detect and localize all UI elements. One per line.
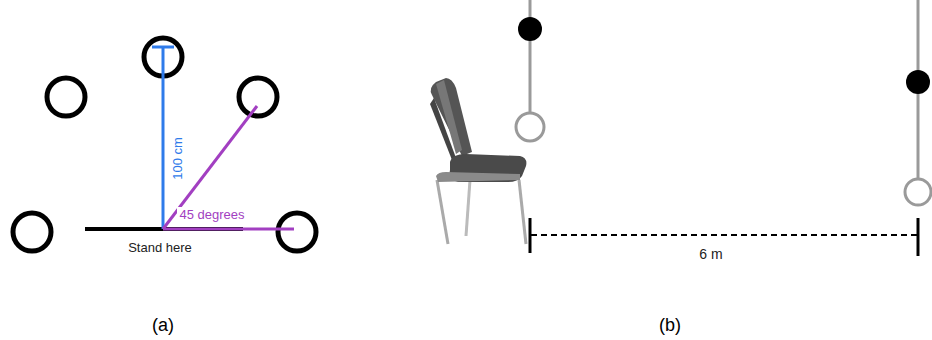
ring (905, 179, 931, 205)
dimension-label: 6 m (699, 247, 722, 261)
angle-line (163, 106, 257, 229)
position-label: Stand here (128, 241, 192, 254)
angle-label: 45 degrees (177, 207, 246, 222)
pole (529, 0, 532, 112)
panel-label: (a) (152, 316, 174, 334)
distance-dashes (531, 234, 917, 236)
ball (906, 70, 930, 94)
angle-base (163, 228, 294, 231)
ring (516, 113, 544, 141)
ball (518, 17, 542, 41)
tick (917, 218, 920, 256)
distance-label: 100 cm (169, 135, 184, 182)
target-circles (13, 38, 316, 251)
panel-label: (b) (659, 316, 681, 334)
distance-cap (152, 46, 174, 49)
chair (430, 78, 526, 244)
distance-line (162, 47, 165, 229)
